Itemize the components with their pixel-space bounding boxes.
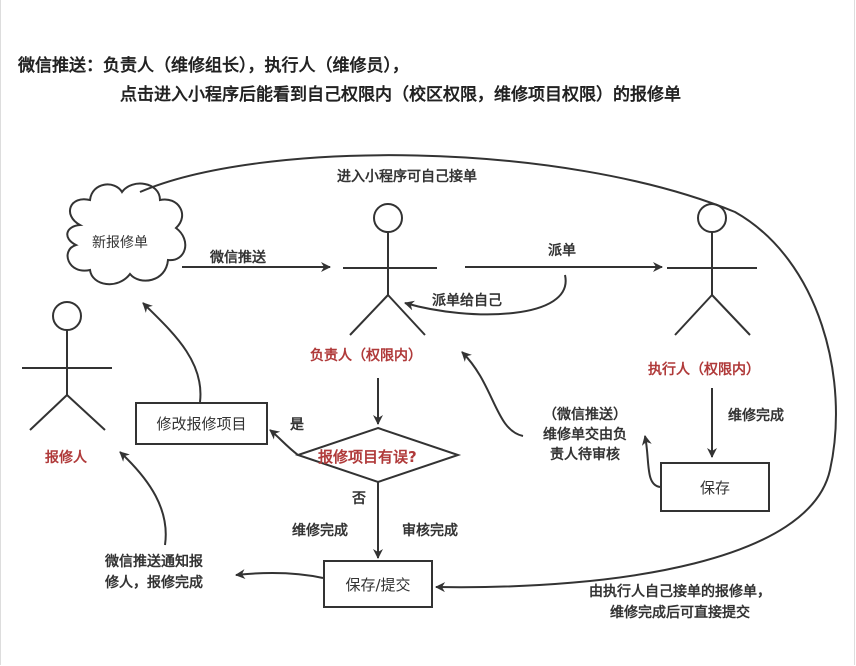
label-review-done: 审核完成 <box>402 523 458 539</box>
notify-line: 微信推送通知报 <box>105 554 203 570</box>
edge-self-take <box>139 154 837 593</box>
label-notify: 微信推送通知报 修人，报修完成 <box>105 552 203 594</box>
node-save-submit: 保存/提交 <box>323 560 433 608</box>
executor-actor-figure <box>667 203 757 336</box>
label-dispatch-self: 派单给自己 <box>432 293 502 309</box>
label-direct-submit: 由执行人自己接单的报修单， 维修完成后可直接提交 <box>565 582 795 624</box>
node-new-order: 新报修单 <box>92 235 148 251</box>
label-review-push: （微信推送） 维修单交由负 责人待审核 <box>525 405 645 465</box>
direct-submit-line: 维修完成后可直接提交 <box>610 605 750 621</box>
actor-reporter-label: 报修人 <box>45 450 87 466</box>
label-repair-done-right: 维修完成 <box>728 408 784 424</box>
manager-actor-figure <box>343 203 437 336</box>
node-save: 保存 <box>660 462 770 512</box>
actor-executor-label: 执行人（权限内） <box>648 362 760 378</box>
label-repair-done: 维修完成 <box>292 523 348 539</box>
title-line-1: 微信推送：负责人（维修组长），执行人（维修员）， <box>18 56 409 76</box>
label-self-take: 进入小程序可自己接单 <box>337 169 477 185</box>
label-dispatch: 派单 <box>548 243 576 259</box>
notify-line: 修人，报修完成 <box>105 575 203 591</box>
label-wechat-push: 微信推送 <box>210 250 266 266</box>
review-push-line: 维修单交由负 <box>543 427 627 443</box>
node-modify: 修改报修项目 <box>135 402 268 445</box>
label-yes: 是 <box>290 417 304 433</box>
review-push-line: 责人待审核 <box>550 447 620 463</box>
cloud-shape <box>66 182 187 285</box>
actor-manager-label: 负责人（权限内） <box>310 348 422 364</box>
review-push-line: （微信推送） <box>543 407 627 423</box>
node-decision: 报修项目有误? <box>318 448 417 466</box>
direct-submit-line: 由执行人自己接单的报修单， <box>589 584 771 600</box>
title-line-2: 点击进入小程序后能看到自己权限内（校区权限，维修项目权限）的报修单 <box>120 85 681 105</box>
edge-dispatch-self <box>404 274 567 316</box>
reporter-actor-figure <box>22 301 112 431</box>
label-no: 否 <box>352 491 366 507</box>
